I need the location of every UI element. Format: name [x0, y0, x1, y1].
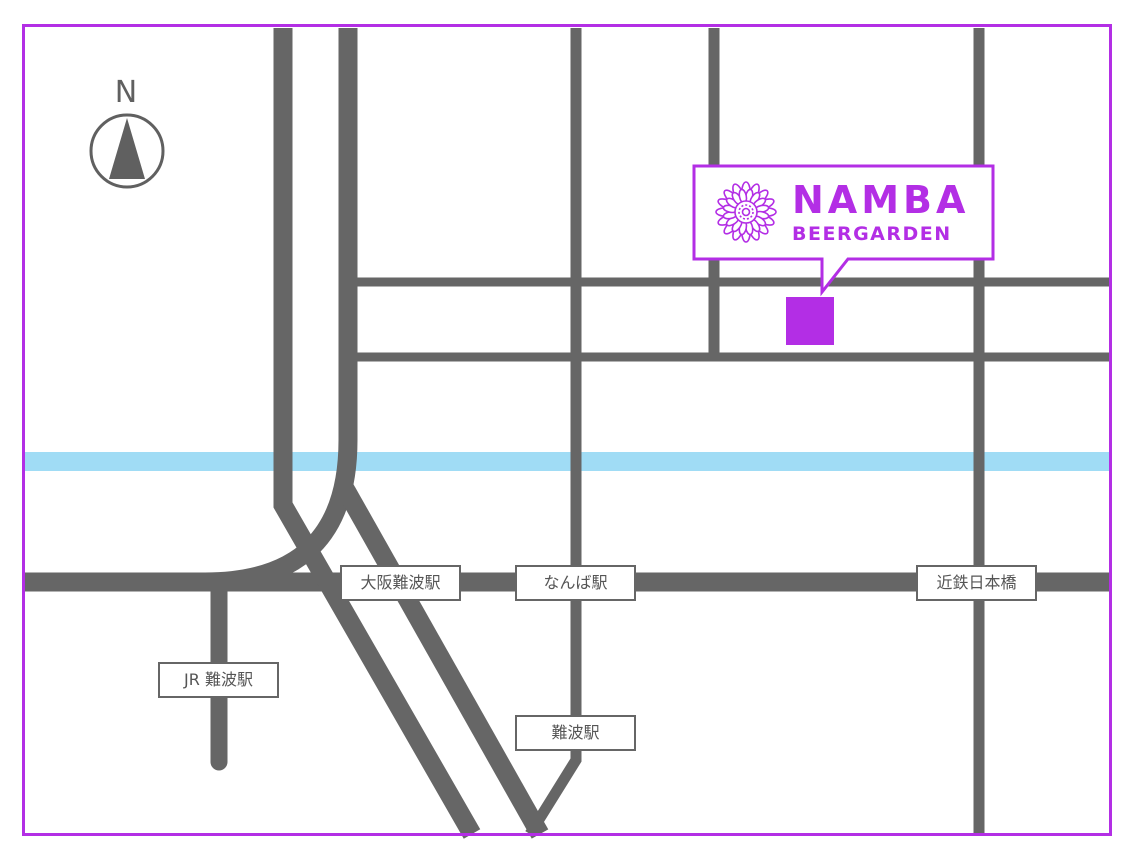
map-border: [22, 24, 1112, 836]
station-label-namba: 難波駅: [515, 715, 636, 751]
diagonal-road: [334, 480, 549, 839]
station-label-nanba: なんば駅: [515, 565, 636, 601]
sunflower-icon: [715, 181, 777, 243]
street-v-1: [525, 28, 582, 837]
venue-subtitle: BEERGARDEN: [792, 223, 952, 245]
main-road-east-west: [24, 28, 358, 592]
venue-title: NAMBA: [792, 178, 970, 222]
venue-callout: [692, 164, 995, 297]
north-arrow-icon: [89, 113, 165, 189]
compass-north-letter: N: [114, 75, 138, 110]
station-label-osaka-namba: 大阪難波駅: [340, 565, 461, 601]
station-label-kintetsu-nipponbashi: 近鉄日本橋: [916, 565, 1037, 601]
station-label-jr-namba: JR 難波駅: [158, 662, 279, 698]
venue-marker-square: [786, 297, 834, 345]
expressway-west: [273, 28, 481, 839]
river: [24, 452, 1110, 471]
road-network: [24, 28, 1110, 839]
